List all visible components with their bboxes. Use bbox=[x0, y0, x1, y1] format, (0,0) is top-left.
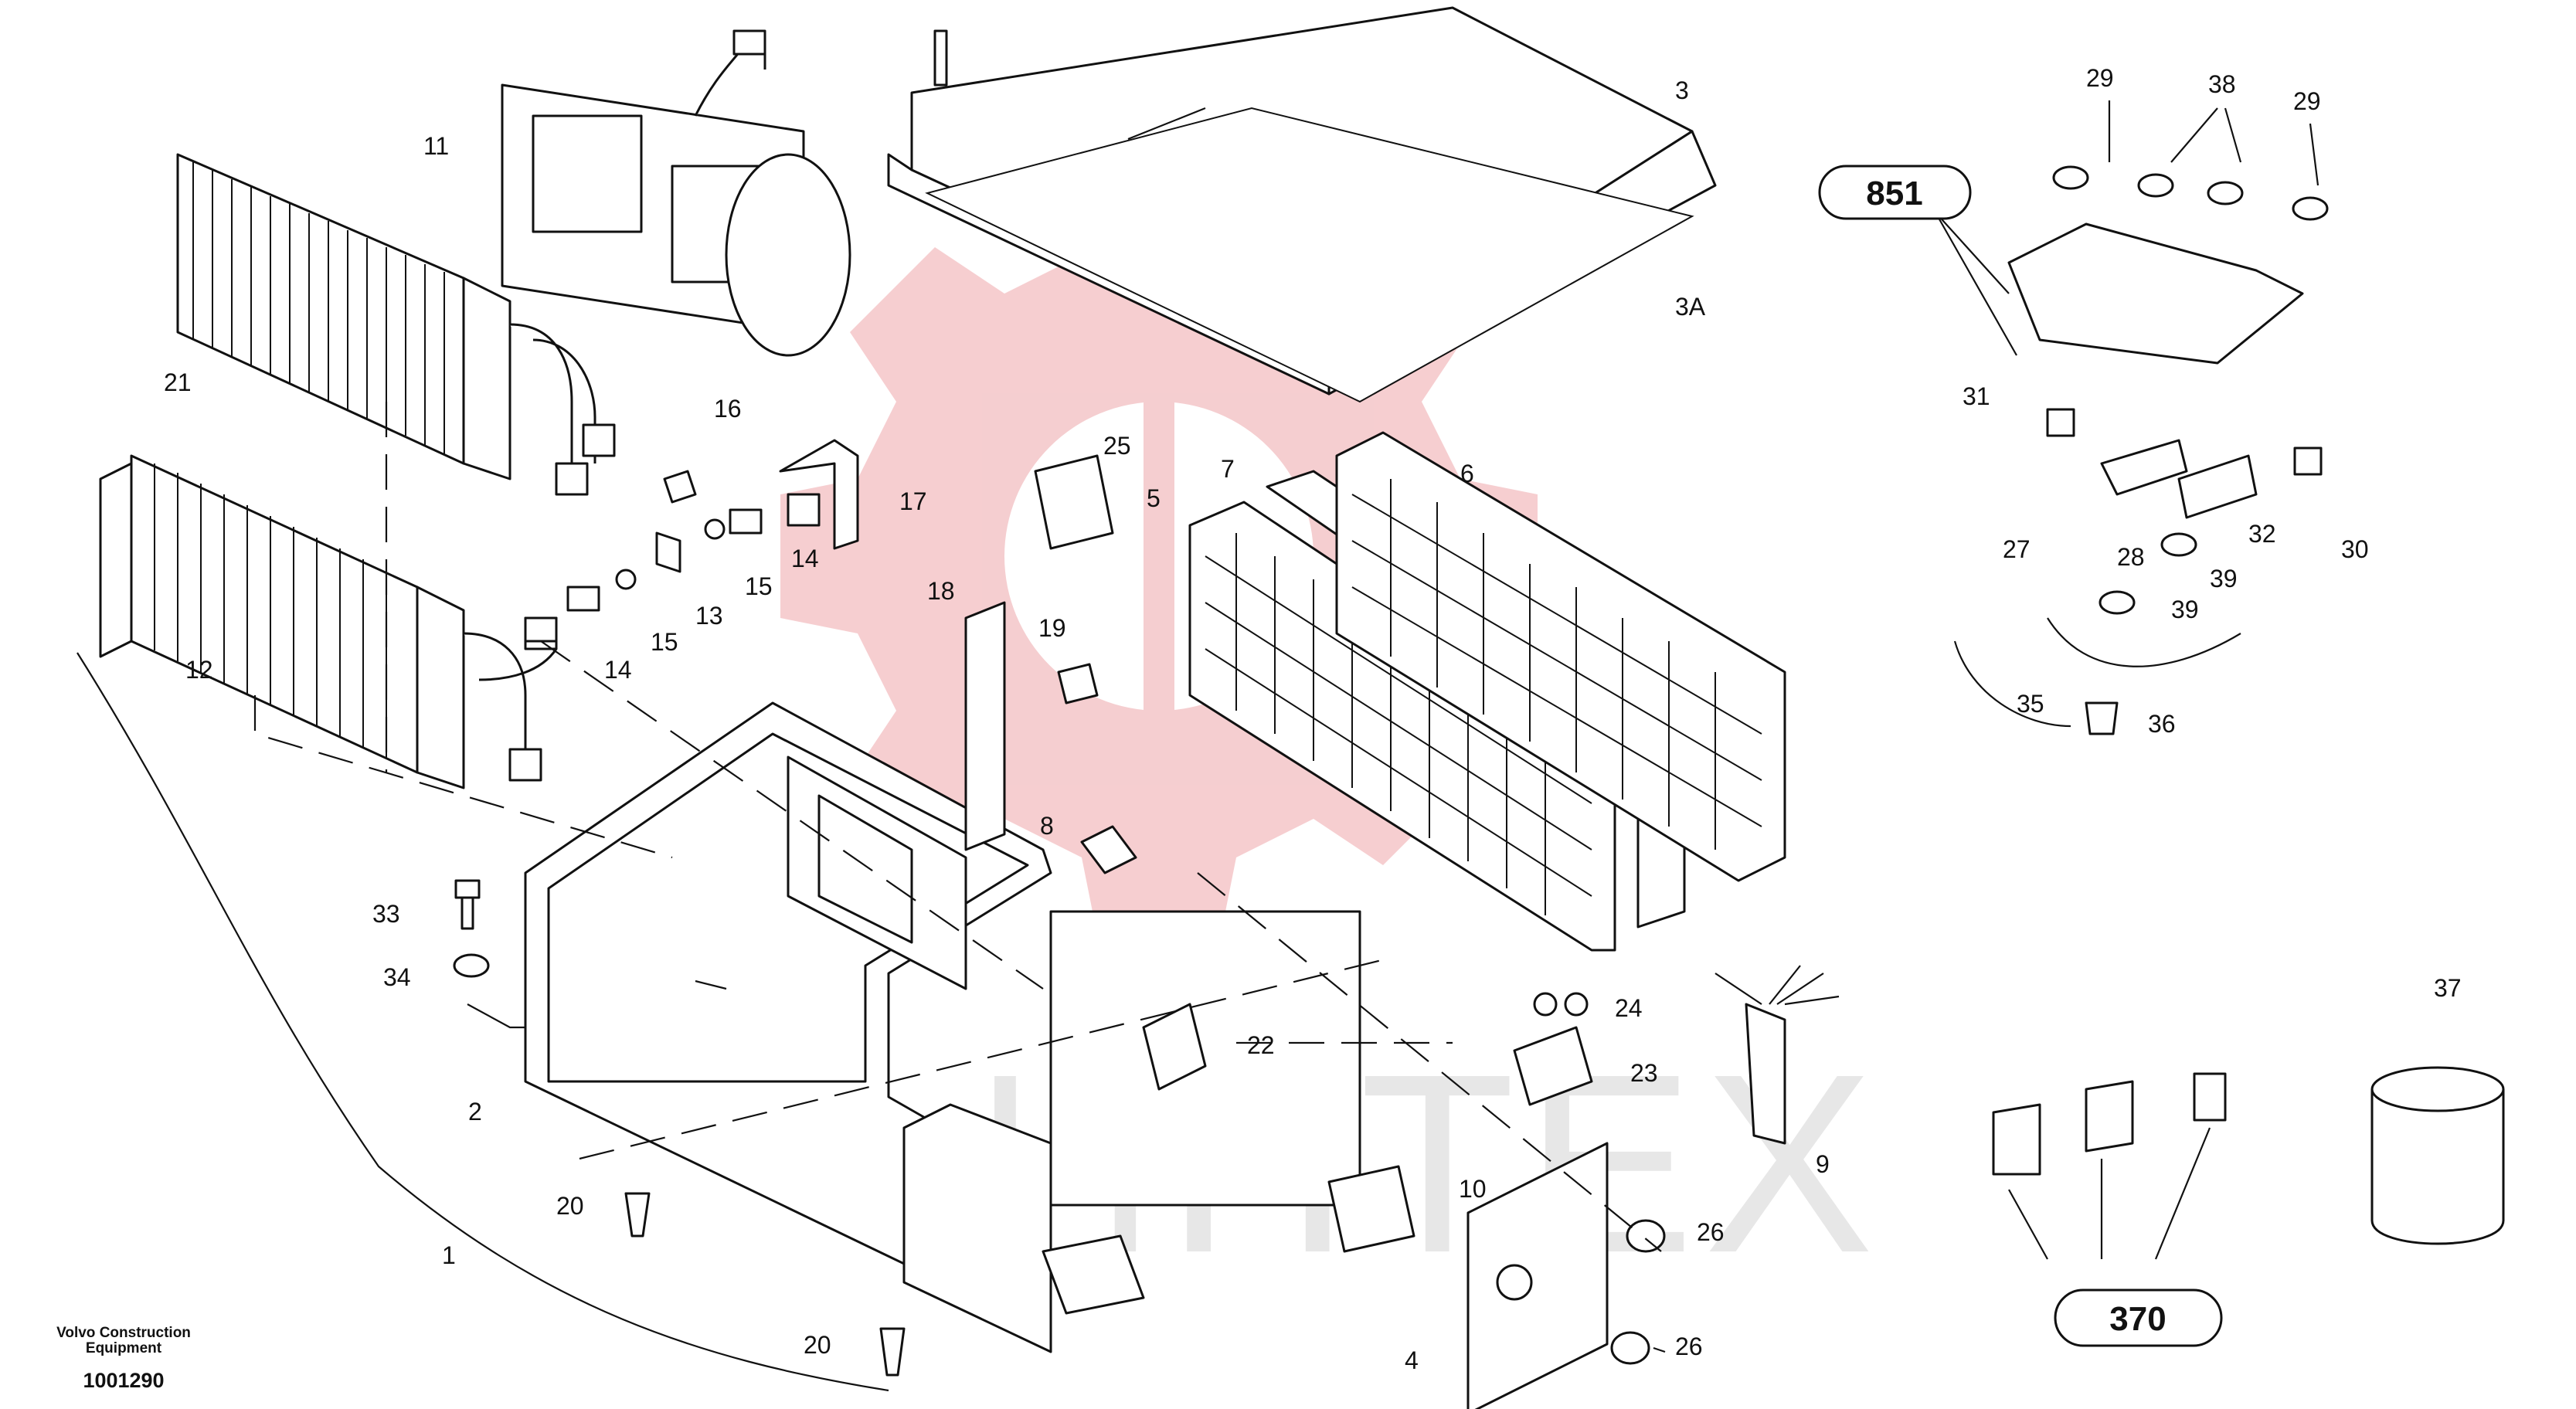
manufacturer-label: Volvo Construction Equipment bbox=[56, 1325, 191, 1356]
callout-5: 5 bbox=[1147, 484, 1161, 512]
callout-29b: 29 bbox=[2293, 87, 2321, 115]
callout-6: 6 bbox=[1460, 460, 1474, 487]
clip-19 bbox=[1057, 663, 1099, 704]
callout-39a: 39 bbox=[2210, 565, 2238, 592]
callout-22: 22 bbox=[1247, 1031, 1275, 1059]
housing-frame bbox=[524, 701, 1361, 1353]
bracket-18 bbox=[964, 601, 1006, 851]
svg-text:851: 851 bbox=[1866, 175, 1922, 212]
callout-13: 13 bbox=[695, 602, 723, 630]
callout-35: 35 bbox=[2017, 690, 2044, 718]
callout-38: 38 bbox=[2208, 70, 2236, 98]
callout-30: 30 bbox=[2341, 535, 2369, 563]
valve-block-23 bbox=[1513, 992, 1593, 1106]
callout-36: 36 bbox=[2148, 710, 2176, 738]
control-panel bbox=[2007, 165, 2329, 735]
callout-7: 7 bbox=[1221, 455, 1235, 483]
top-cover bbox=[887, 6, 1717, 403]
drawing-number: 1001290 bbox=[83, 1369, 165, 1392]
callout-16: 16 bbox=[714, 395, 742, 423]
callout-labels: 1 2 3 3A 4 5 6 7 8 9 10 11 12 13 14 14 1… bbox=[164, 64, 2462, 1374]
callout-17: 17 bbox=[899, 487, 927, 515]
callout-18: 18 bbox=[927, 577, 955, 605]
evaporator-core-lower bbox=[99, 454, 558, 789]
callout-31: 31 bbox=[1963, 382, 1990, 410]
callout-14b: 14 bbox=[791, 545, 819, 572]
callout-26a: 26 bbox=[1697, 1218, 1725, 1246]
callout-29a: 29 bbox=[2086, 64, 2114, 92]
blower-assembly bbox=[501, 29, 851, 357]
callout-32: 32 bbox=[2248, 520, 2276, 548]
callout-3: 3 bbox=[1675, 76, 1689, 104]
callout-9: 9 bbox=[1816, 1150, 1830, 1178]
callout-10: 10 bbox=[1459, 1175, 1487, 1203]
filter-grid-front bbox=[1188, 501, 1616, 952]
connector-set bbox=[1992, 1072, 2227, 1176]
callout-34: 34 bbox=[383, 963, 411, 991]
callout-28: 28 bbox=[2117, 543, 2145, 571]
fittings-group bbox=[524, 439, 859, 643]
callout-4: 4 bbox=[1405, 1346, 1419, 1374]
callout-33: 33 bbox=[372, 900, 400, 928]
callout-20b: 20 bbox=[804, 1331, 831, 1359]
wire-harness-9 bbox=[1715, 965, 1840, 1145]
plugs-20 bbox=[624, 1192, 906, 1377]
footer-credit: Volvo Construction Equipment 1001290 bbox=[31, 1326, 216, 1393]
callout-25: 25 bbox=[1103, 432, 1131, 460]
grommet-8 bbox=[1080, 825, 1137, 874]
sleeve-37 bbox=[2370, 1066, 2505, 1245]
callout-8: 8 bbox=[1040, 812, 1054, 840]
grommets-26 bbox=[1610, 1219, 1666, 1365]
callout-27: 27 bbox=[2003, 535, 2031, 563]
callout-37: 37 bbox=[2434, 974, 2462, 1002]
group-label-851: 851 bbox=[1818, 165, 1972, 220]
leader-lines bbox=[76, 100, 2319, 1392]
callout-1: 1 bbox=[442, 1241, 456, 1269]
callout-19: 19 bbox=[1038, 614, 1066, 642]
bolt-33-washer-34 bbox=[453, 879, 490, 978]
callout-14a: 14 bbox=[604, 656, 632, 684]
filter-grid-rear bbox=[1335, 431, 1786, 882]
callout-12: 12 bbox=[185, 656, 213, 684]
svg-text:370: 370 bbox=[2109, 1300, 2166, 1338]
group-label-370: 370 bbox=[2054, 1288, 2223, 1347]
callout-15b: 15 bbox=[745, 572, 773, 600]
callout-24: 24 bbox=[1615, 994, 1643, 1022]
callout-2: 2 bbox=[468, 1098, 482, 1126]
callout-39b: 39 bbox=[2171, 596, 2199, 623]
callout-23: 23 bbox=[1630, 1059, 1658, 1087]
control-valve bbox=[1034, 454, 1114, 550]
callout-15a: 15 bbox=[651, 628, 678, 656]
callout-20a: 20 bbox=[556, 1192, 584, 1220]
callout-26b: 26 bbox=[1675, 1333, 1703, 1360]
evaporator-core-upper bbox=[176, 153, 616, 496]
panel-4 bbox=[1466, 1142, 1609, 1409]
callout-11: 11 bbox=[423, 132, 449, 160]
callout-3a: 3A bbox=[1675, 293, 1706, 321]
bracket-10 bbox=[1327, 1165, 1415, 1253]
callout-21: 21 bbox=[164, 368, 192, 396]
